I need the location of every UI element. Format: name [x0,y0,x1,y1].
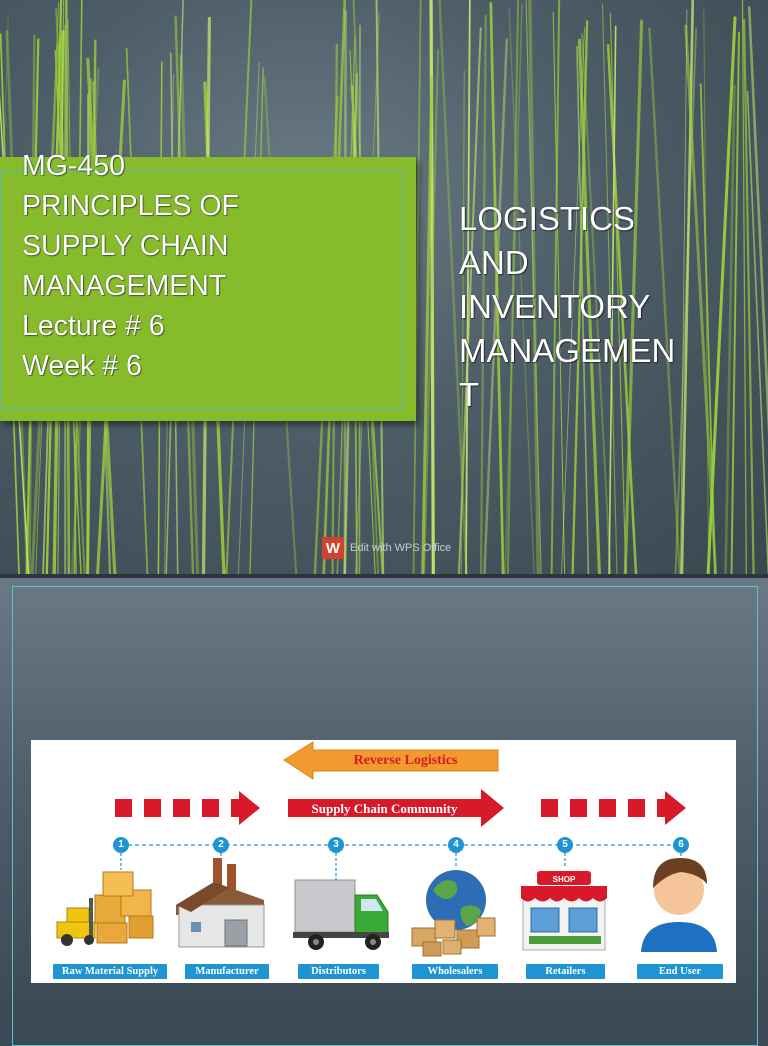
stage-number-3: 3 [328,837,344,853]
wps-watermark[interactable]: W Edit with WPS Office [322,537,451,559]
stage-number-4: 4 [448,837,464,853]
course-code: MG-450 [22,146,239,186]
supply-chain-slide: SHOP Reverse Logistics Supply Chain Comm… [0,578,768,1024]
grass-stroke [704,10,709,574]
forklift-boxes-icon [57,872,153,946]
wps-watermark-text: Edit with WPS Office [350,542,451,554]
topic-line-1: LOGISTICS [459,197,675,241]
course-title-line-2: SUPPLY CHAIN [22,226,239,266]
topic-line-4: MANAGEMEN [459,329,675,373]
right-flow-arrow [541,791,686,825]
title-slide: MG-450 PRINCIPLES OF SUPPLY CHAIN MANAGE… [0,0,768,574]
course-title: MG-450 PRINCIPLES OF SUPPLY CHAIN MANAGE… [22,146,239,386]
lecture-topic: LOGISTICS AND INVENTORY MANAGEMEN T [459,197,675,417]
shop-sign-text: SHOP [553,875,576,884]
shop-icon: SHOP [521,871,607,950]
supply-chain-community-label: Supply Chain Community [288,800,481,817]
globe-boxes-icon [412,870,495,956]
stage-number-1: 1 [113,837,129,853]
stage-number-5: 5 [557,837,573,853]
factory-icon [176,858,264,947]
lecture-number: Lecture # 6 [22,306,239,346]
stage-label-manufacturer: Manufacturer [185,964,269,979]
stage-number-6: 6 [673,837,689,853]
reverse-logistics-label: Reverse Logistics [313,751,498,771]
diagram-graphics: SHOP [31,740,736,983]
stage-label-raw-material-supply: Raw Material Supply [53,964,167,979]
week-number: Week # 6 [22,346,239,386]
topic-line-2: AND [459,241,675,285]
left-flow-arrow [115,791,260,825]
course-title-line-3: MANAGEMENT [22,266,239,306]
topic-line-5: T [459,373,675,417]
supply-chain-diagram: SHOP Reverse Logistics Supply Chain Comm… [31,740,736,983]
truck-icon [293,880,389,950]
stage-label-end-user: End User [637,964,723,979]
course-title-line-1: PRINCIPLES OF [22,186,239,226]
stage-number-2: 2 [213,837,229,853]
stage-label-retailers: Retailers [526,964,605,979]
stage-label-distributors: Distributors [298,964,379,979]
person-icon [641,858,717,952]
stage-drop-lines [121,853,681,880]
topic-line-3: INVENTORY [459,285,675,329]
stage-label-wholesalers: Wholesalers [412,964,498,979]
wps-logo-icon: W [322,537,344,559]
